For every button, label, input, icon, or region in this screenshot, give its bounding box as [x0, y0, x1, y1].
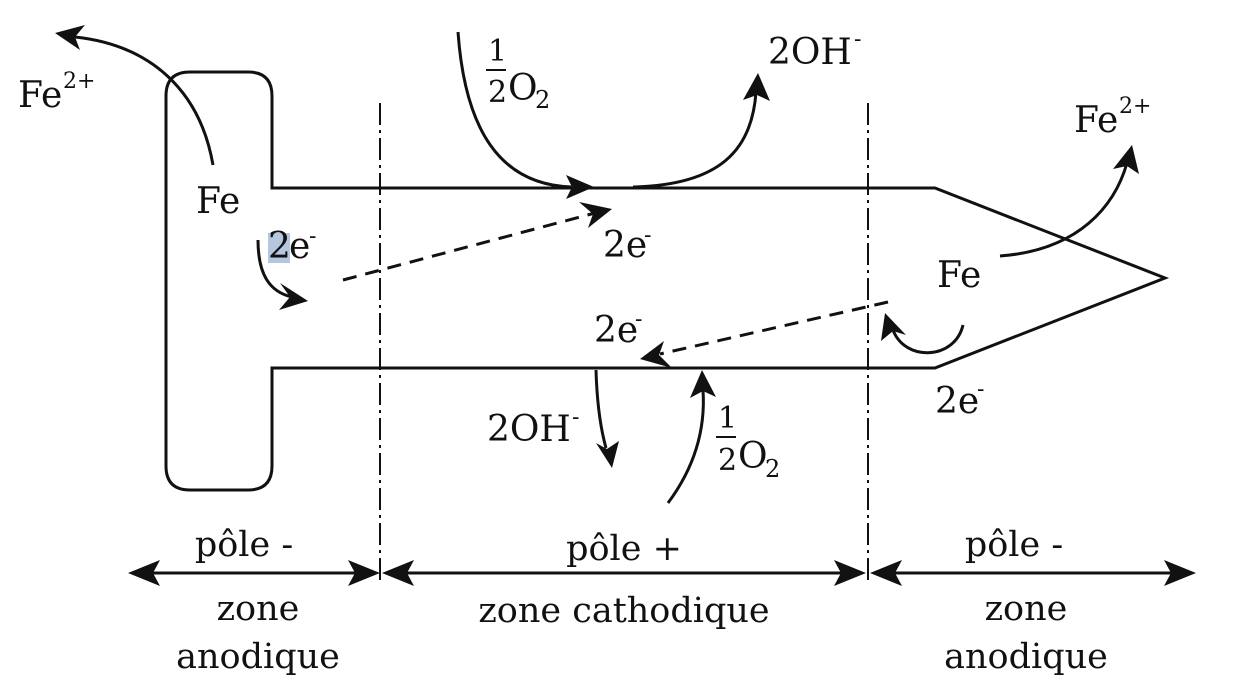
arrowhead	[382, 560, 414, 586]
right-pole-label: pôle -	[965, 525, 1063, 565]
arrowhead	[128, 560, 160, 586]
label-electrons-mid-bottom: 2e -	[594, 307, 642, 351]
label-fe2-right: Fe 2+	[1074, 94, 1151, 141]
label-half-o2-top: 1 2 O 2	[488, 34, 550, 114]
oh-top-charge: -	[854, 27, 861, 52]
electron-flow-lower	[659, 300, 889, 356]
left-zone-line1: zone	[217, 589, 300, 629]
label-fe2-left: Fe 2+	[18, 69, 95, 116]
electrons-left-charge: -	[309, 224, 316, 249]
electron-release-arrow-left	[256, 239, 293, 299]
arrowhead	[1164, 560, 1196, 586]
oh-bottom-formula: 2OH	[487, 409, 571, 450]
half-denominator-top: 2	[488, 75, 507, 110]
arrowhead	[881, 313, 906, 341]
fe2-left-symbol: Fe	[18, 75, 62, 116]
half-numerator-bottom: 1	[718, 401, 737, 436]
label-2oh-top: 2OH -	[768, 27, 861, 73]
arrowhead	[690, 370, 716, 398]
oh-bottom-charge: -	[572, 405, 579, 430]
middle-zone-label: zone cathodique	[478, 591, 769, 631]
hydroxide-arrow-bottom	[594, 369, 608, 449]
right-zone-line2: anodique	[944, 637, 1108, 677]
hydroxide-arrow-top	[632, 91, 758, 189]
electrons-mid-bottom: 2e	[594, 310, 638, 351]
electrons-mid-top-charge: -	[644, 223, 651, 248]
half-denominator-bottom: 2	[718, 443, 737, 478]
arrowhead	[596, 441, 619, 468]
arrowhead	[640, 341, 672, 368]
electrons-mid-top: 2e	[603, 225, 647, 266]
label-electrons-left: 2 e -	[268, 224, 316, 267]
electrons-left-coef: 2	[268, 226, 291, 267]
arrowhead	[743, 73, 770, 101]
arrowhead	[834, 560, 866, 586]
left-zone-line2: anodique	[176, 637, 340, 677]
arrowhead	[1113, 145, 1139, 174]
o2-top-subscript: 2	[535, 86, 550, 114]
electron-flow-upper	[342, 211, 596, 282]
electrons-mid-bottom-charge: -	[635, 307, 642, 332]
oxygen-arrow-top	[456, 31, 573, 189]
arrowhead	[566, 175, 594, 199]
fe-dissolution-arrow-left	[74, 35, 215, 166]
arrowhead	[579, 202, 612, 228]
electron-release-arrow-right	[891, 324, 965, 355]
oxygen-arrow-bottom	[666, 389, 705, 504]
label-2oh-bottom: 2OH -	[487, 405, 579, 450]
o2-bottom-subscript: 2	[765, 455, 780, 483]
half-numerator-top: 1	[488, 34, 507, 69]
electrons-right-bottom: 2e	[935, 381, 979, 422]
nail-shape	[164, 70, 1170, 492]
fe2-right-symbol: Fe	[1074, 100, 1118, 141]
fe-dissolution-arrow-right	[999, 162, 1129, 258]
arrowhead	[870, 560, 902, 586]
label-fe-left: Fe	[196, 181, 240, 222]
label-half-o2-bottom: 1 2 O 2	[718, 401, 780, 483]
middle-pole-label: pôle +	[566, 529, 682, 569]
electrons-left-symbol: e	[289, 226, 310, 267]
fe2-left-charge: 2+	[63, 69, 95, 94]
fe2-right-charge: 2+	[1119, 94, 1151, 119]
o2-bottom-symbol: O	[738, 436, 768, 477]
oh-top-formula: 2OH	[768, 32, 852, 73]
arrowhead	[55, 25, 85, 50]
right-zone-line1: zone	[985, 589, 1068, 629]
arrowhead	[279, 283, 308, 310]
o2-top-symbol: O	[508, 68, 538, 109]
electrons-right-bottom-charge: -	[977, 377, 984, 402]
label-electrons-right-bottom: 2e -	[935, 377, 984, 422]
label-electrons-mid-top: 2e -	[603, 223, 651, 266]
label-fe-right: Fe	[937, 255, 981, 296]
arrowhead	[348, 560, 380, 586]
selection-highlight	[268, 233, 290, 263]
left-pole-label: pôle -	[195, 525, 293, 565]
